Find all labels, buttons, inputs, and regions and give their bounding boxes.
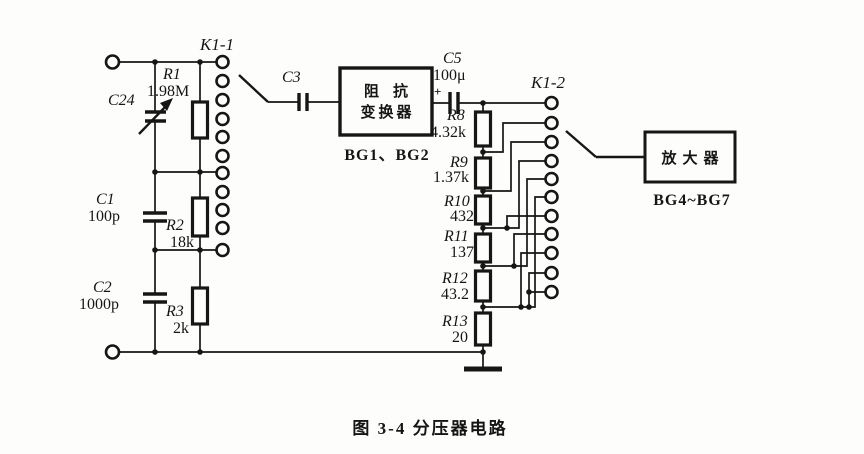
wire-mesh-tapE-c8 <box>513 233 546 266</box>
switch-k1-2-label: K1-2 <box>531 73 565 92</box>
r11-value: 137 <box>450 244 474 261</box>
c2-label: C2 <box>93 279 112 296</box>
r2-label: R2 <box>166 217 184 234</box>
contact-icon <box>544 95 559 111</box>
wire-mesh-tapF-c6 <box>483 196 546 308</box>
capacitor-c24-icon <box>145 110 166 123</box>
switch-k1-2-wiper <box>565 130 645 159</box>
wire-mesh-tapF-c9 <box>520 252 546 307</box>
contact-icon <box>215 202 230 218</box>
junction-dots <box>152 59 532 355</box>
r13-value: 20 <box>452 329 468 346</box>
capacitor-c5-icon <box>448 92 460 114</box>
r13-label: R13 <box>442 313 468 330</box>
c24-arrow-icon <box>138 98 173 135</box>
contact-icon <box>544 245 559 261</box>
r9-value: 1.37k <box>433 169 469 186</box>
c24-label: C24 <box>108 92 135 109</box>
r10-value: 432 <box>450 208 474 225</box>
r2-value: 18k <box>170 234 194 251</box>
figure-caption: 图 3-4 分压器电路 <box>352 419 508 438</box>
wire-mesh-tapC-c3 <box>483 141 546 192</box>
wire-mesh-tapB-c2 <box>483 122 546 153</box>
r9-label: R9 <box>450 154 468 171</box>
resistor-r8-icon <box>473 110 493 148</box>
impedance-converter-block: 阻抗 变换器 <box>343 71 429 131</box>
contact-icon <box>544 226 559 242</box>
capacitor-c3-icon <box>297 93 309 111</box>
r1-label: R1 <box>163 66 181 83</box>
contact-icon <box>544 134 559 150</box>
input-terminal-bottom-icon <box>104 344 121 360</box>
contact-icon <box>215 165 230 181</box>
impedance-converter-title-line2: 变换器 <box>360 105 415 121</box>
contact-icon <box>215 242 230 258</box>
resistor-r3-icon <box>190 286 210 326</box>
input-terminal-top-icon <box>104 54 121 70</box>
contact-icon <box>544 153 559 169</box>
contact-icon <box>215 92 230 108</box>
contact-icon <box>215 148 230 164</box>
resistor-r10-icon <box>473 194 493 226</box>
wire-mesh-tapD-c7 <box>506 215 546 228</box>
resistor-r1-icon <box>190 100 210 140</box>
switch-k1-1-label: K1-1 <box>200 35 234 54</box>
contact-icon <box>544 115 559 131</box>
resistor-r12-icon <box>473 269 493 303</box>
contact-icon <box>544 265 559 281</box>
wire-mesh-tapD-c4 <box>483 160 546 229</box>
r8-value: 4.32k <box>430 124 466 141</box>
capacitor-c2-icon <box>143 292 167 304</box>
r12-value: 43.2 <box>441 286 469 303</box>
r12-label: R12 <box>442 270 468 287</box>
contact-icon <box>544 208 559 224</box>
c5-value: 100μ <box>433 67 466 84</box>
contact-icon <box>215 129 230 145</box>
r3-value: 2k <box>173 320 189 337</box>
c3-label: C3 <box>282 69 301 86</box>
contact-icon <box>215 73 230 89</box>
contact-icon <box>215 184 230 200</box>
c1-label: C1 <box>96 191 115 208</box>
switch-k1-2-contacts <box>544 95 559 300</box>
contact-icon <box>215 220 230 236</box>
resistor-r9-icon <box>473 156 493 190</box>
impedance-converter-title-line1: 阻抗 <box>363 84 422 100</box>
contact-icon <box>544 171 559 187</box>
r1-value: 1.98M <box>147 83 190 100</box>
contact-icon <box>544 284 559 300</box>
resistor-r2-icon <box>190 196 210 238</box>
amplifier-title: 放大器 <box>661 150 725 167</box>
capacitor-c1-icon <box>143 211 167 223</box>
amplifier-subtitle: BG4~BG7 <box>653 192 731 209</box>
wire-mesh-tapF-c10-c11 <box>528 272 546 307</box>
c5-polarity: + <box>434 84 442 99</box>
c5-label: C5 <box>443 50 462 67</box>
r8-label: R8 <box>447 107 465 124</box>
contact-icon <box>215 54 230 70</box>
resistor-r11-icon <box>473 232 493 264</box>
amplifier-block: 放大器 <box>645 132 735 182</box>
r10-label: R10 <box>444 193 470 210</box>
contact-icon <box>544 189 559 205</box>
r11-label: R11 <box>444 228 469 245</box>
r3-label: R3 <box>166 303 184 320</box>
impedance-converter-subtitle: BG1、BG2 <box>344 147 430 164</box>
c1-value: 100p <box>88 208 120 225</box>
block-amplifier-outline <box>643 130 737 184</box>
resistor-r13-icon <box>473 311 493 347</box>
c2-value: 1000p <box>79 296 119 313</box>
switch-k1-1-wiper <box>238 74 269 103</box>
contact-icon <box>215 111 230 127</box>
block-impedance-converter-outline <box>338 66 434 137</box>
wire-mesh-tapE-c5 <box>483 178 546 267</box>
switch-k1-1-contacts <box>215 54 230 258</box>
